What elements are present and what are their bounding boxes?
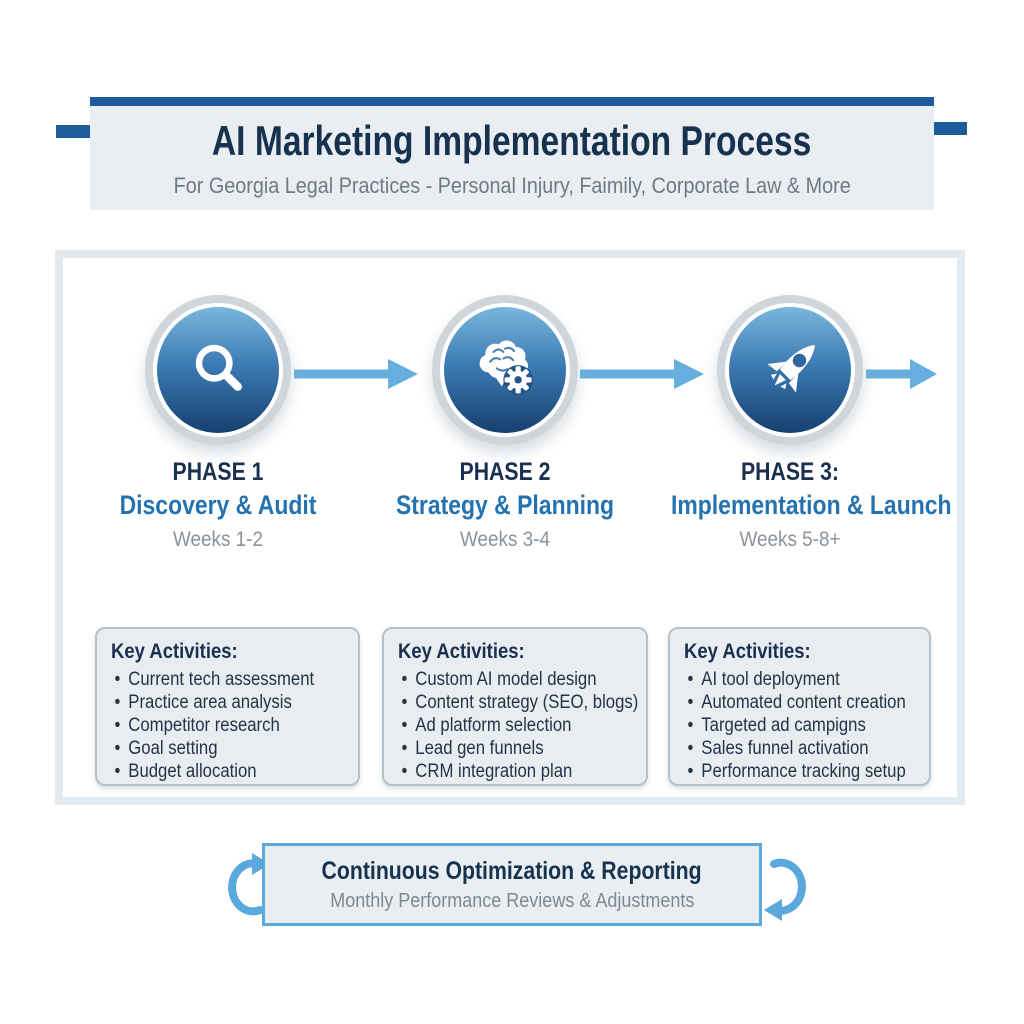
cycle-arrow-left-icon (228, 853, 270, 916)
phase-1-text: PHASE 1 Discovery & Audit Weeks 1-2 (78, 458, 358, 552)
phase-1-name: Discovery & Audit (119, 490, 317, 520)
flow-arrow-2-icon (580, 359, 704, 389)
phase-3-weeks: Weeks 5-8+ (739, 528, 841, 551)
brain-gear-icon (479, 340, 533, 395)
phase-2-label: PHASE 2 (459, 458, 551, 486)
activity-item: CRM integration plan (398, 760, 604, 783)
footer-banner-subtitle: Monthly Performance Reviews & Adjustment… (329, 889, 695, 912)
key-activities-list-1: Current tech assessment Practice area an… (111, 668, 344, 783)
phase-3-circle-inner (725, 303, 855, 437)
footer-banner-title: Continuous Optimization & Reporting (321, 856, 703, 885)
flow-arrow-1-icon (294, 359, 418, 389)
header-banner: AI Marketing Implementation Process For … (90, 106, 934, 210)
activity-item: Sales funnel activation (684, 737, 887, 760)
activity-item: Content strategy (SEO, blogs) (398, 691, 638, 714)
activity-item: Ad platform selection (398, 714, 604, 737)
phase-3-text: PHASE 3: Implementation & Launch Weeks 5… (650, 458, 952, 552)
phase-1-weeks: Weeks 1-2 (173, 528, 263, 551)
phase-1-circle (145, 295, 291, 445)
phase-3-name: Implementation & Launch (671, 490, 952, 520)
page-title: AI Marketing Implementation Process (212, 117, 812, 164)
key-activities-box-3: Key Activities: AI tool deployment Autom… (668, 627, 931, 786)
magnifier-icon (195, 344, 242, 391)
key-activities-list-2: Custom AI model design Content strategy … (398, 668, 638, 783)
header-right-tab (933, 122, 967, 135)
phase-1-circle-inner (153, 303, 283, 437)
activity-item: Performance tracking setup (684, 760, 905, 783)
activity-item: Budget allocation (111, 760, 316, 783)
page-subtitle: For Georgia Legal Practices - Personal I… (173, 173, 851, 198)
phase-2-name: Strategy & Planning (395, 490, 615, 520)
activity-item: Automated content creation (684, 691, 905, 714)
key-activities-title-2: Key Activities: (398, 640, 525, 663)
header-top-bar (90, 97, 934, 106)
header-left-tab (56, 125, 90, 138)
activity-item: Competitor research (111, 714, 316, 737)
phase-2-circle (432, 295, 578, 445)
phase-3-label: PHASE 3: (740, 458, 840, 486)
flow-arrow-3-icon (866, 359, 937, 389)
phase-1-label: PHASE 1 (172, 458, 264, 486)
key-activities-list-3: AI tool deployment Automated content cre… (684, 668, 915, 783)
activity-item: Targeted ad campigns (684, 714, 887, 737)
key-activities-title-3: Key Activities: (684, 640, 811, 663)
phase-2-circle-inner (440, 303, 570, 437)
phase-2-weeks: Weeks 3-4 (460, 528, 550, 551)
activity-item: Custom AI model design (398, 668, 604, 691)
cycle-arrow-right-icon (764, 858, 806, 921)
key-activities-title-1: Key Activities: (111, 640, 238, 663)
key-activities-box-2: Key Activities: Custom AI model design C… (382, 627, 648, 786)
activity-item: Lead gen funnels (398, 737, 604, 760)
activity-item: Goal setting (111, 737, 316, 760)
phase-2-text: PHASE 2 Strategy & Planning Weeks 3-4 (365, 458, 645, 552)
activity-item: Current tech assessment (111, 668, 316, 691)
footer-banner: Continuous Optimization & Reporting Mont… (262, 843, 762, 926)
phase-3-circle (717, 295, 863, 445)
activity-item: Practice area analysis (111, 691, 316, 714)
activity-item: AI tool deployment (684, 668, 887, 691)
key-activities-box-1: Key Activities: Current tech assessment … (95, 627, 360, 786)
rocket-icon (767, 345, 815, 393)
